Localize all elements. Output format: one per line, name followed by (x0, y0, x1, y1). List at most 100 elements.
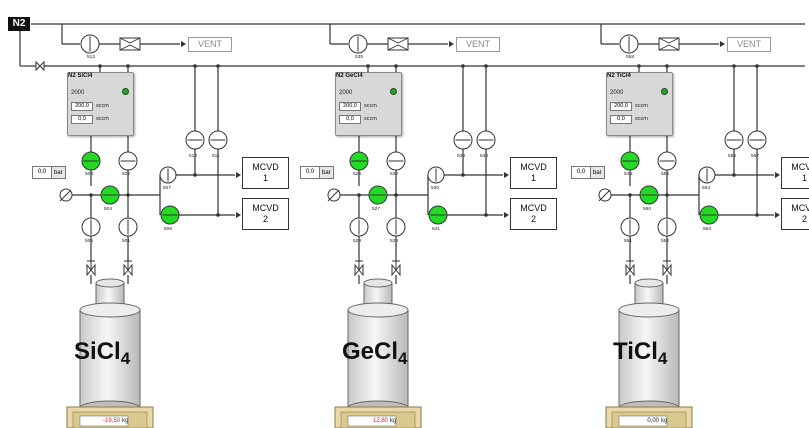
controller-unit: sccm (364, 116, 377, 122)
tank-top (618, 302, 680, 318)
valve-529[interactable] (386, 217, 406, 237)
pressure-gauge-icon (59, 188, 73, 202)
controller-unit: sccm (96, 103, 109, 109)
valve-504[interactable] (100, 185, 120, 205)
pipe-junction (461, 64, 465, 68)
pipe-junction (732, 173, 736, 177)
valve-530[interactable] (427, 166, 445, 184)
tank-neck-top (363, 278, 393, 288)
valve-number-label: 502 (122, 172, 131, 177)
valve-508[interactable] (160, 205, 180, 225)
valve-number-label: 553 (702, 186, 711, 191)
mcvd-number: 1 (801, 173, 807, 183)
scale-value: 12,80 (372, 418, 388, 424)
valve-552[interactable] (657, 217, 677, 237)
tank-top (79, 302, 141, 318)
vent-flow-meter[interactable] (348, 34, 368, 54)
vent-outlet: VENT (188, 37, 232, 52)
valve-548[interactable] (620, 151, 640, 171)
valve-533[interactable] (453, 130, 473, 150)
valve-number-label: 528 (353, 239, 362, 244)
manual-valve-icon[interactable] (391, 260, 401, 277)
valve-527[interactable] (368, 185, 388, 205)
manual-valve-icon[interactable] (625, 260, 635, 277)
pipe-junction (732, 64, 736, 68)
scale-display (79, 415, 129, 427)
arrow-icon (775, 212, 780, 218)
valve-number-label: 534 (480, 154, 489, 159)
manual-valve-icon[interactable] (123, 260, 133, 277)
manual-valve-icon[interactable] (354, 260, 364, 277)
valve-553[interactable] (698, 166, 716, 184)
controller-title: N2 SiCl4 (68, 73, 93, 79)
valve-505[interactable] (81, 217, 101, 237)
pressure-unit: bar (54, 169, 63, 176)
controller-setpoint: 2000 (71, 90, 85, 96)
valve-551[interactable] (620, 217, 640, 237)
controller-value2-field[interactable]: 0,0 (610, 115, 632, 124)
valve-550[interactable] (639, 185, 659, 205)
chemical-subscript: 4 (398, 349, 408, 368)
valve-number-label: 533 (457, 154, 466, 159)
valve-511[interactable] (208, 130, 228, 150)
scale-display (618, 415, 668, 427)
valve-502[interactable] (118, 151, 138, 171)
valve-510[interactable] (185, 130, 205, 150)
chemical-label: SiCl4 (74, 338, 131, 368)
controller-value2-field[interactable]: 0,0 (71, 115, 93, 124)
pipe-junction (665, 64, 669, 68)
vent-flow-meter[interactable] (619, 34, 639, 54)
controller-unit: sccm (635, 116, 648, 122)
chemical-label: GeCl4 (342, 340, 408, 368)
pressure-value: 0,0 (572, 167, 591, 178)
controller-value1-field[interactable]: 200,0 (610, 102, 632, 111)
manual-valve-icon[interactable] (86, 260, 96, 277)
valve-534[interactable] (476, 130, 496, 150)
valve-556[interactable] (724, 130, 744, 150)
controller-unit: sccm (364, 103, 377, 109)
pipe-junction (484, 213, 488, 217)
valve-number-label: 551 (624, 239, 633, 244)
scale-unit: kg (661, 418, 668, 424)
valve-526[interactable] (349, 151, 369, 171)
controller-value1-field[interactable]: 200,0 (71, 102, 93, 111)
mcvd-number: 2 (262, 214, 268, 224)
valve-number-label: 535 (355, 55, 364, 60)
valve-number-label: 508 (164, 227, 173, 232)
valve-number-label: 532 (390, 172, 399, 177)
valve-531[interactable] (428, 205, 448, 225)
valve-555[interactable] (657, 151, 677, 171)
chemical-symbol: SiCl (74, 338, 121, 365)
manual-valve-icon[interactable] (662, 260, 672, 277)
pipe-junction (98, 64, 102, 68)
pipe-junction (216, 213, 220, 217)
valve-554[interactable] (699, 205, 719, 225)
valve-532[interactable] (386, 151, 406, 171)
valve-503[interactable] (81, 151, 101, 171)
valve-507[interactable] (159, 166, 177, 184)
valve-number-label: 526 (353, 172, 362, 177)
pressure-gauge-icon (327, 188, 341, 202)
valve-501[interactable] (118, 217, 138, 237)
arrow-icon (775, 172, 780, 178)
n2-source-label: N2 (8, 17, 30, 31)
chemical-subscript: 4 (120, 349, 131, 368)
arrow-icon (236, 212, 241, 218)
valve-557[interactable] (747, 130, 767, 150)
vent-flow-meter[interactable] (80, 34, 100, 54)
controller-value1-field[interactable]: 200,0 (339, 102, 361, 111)
mcvd-number: 1 (530, 173, 536, 183)
controller-title: N2 GeCl4 (336, 73, 363, 79)
controller-value2-field[interactable]: 0,0 (339, 115, 361, 124)
valve-528[interactable] (349, 217, 369, 237)
